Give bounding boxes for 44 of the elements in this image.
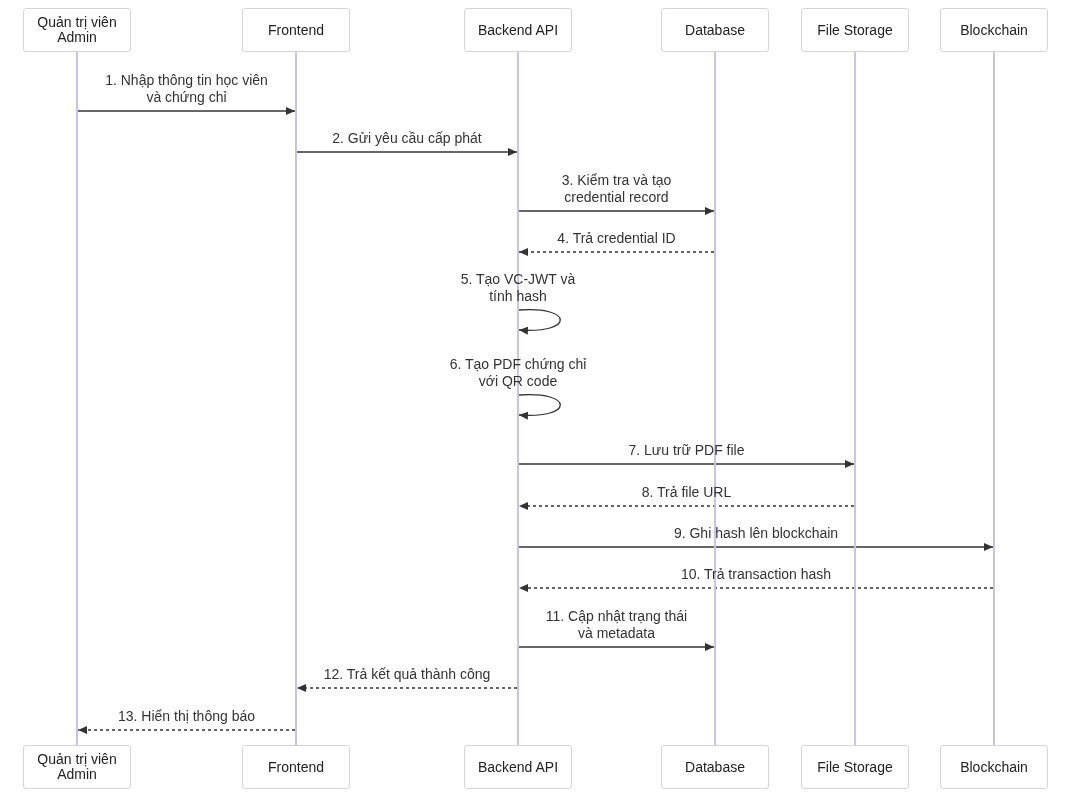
message-label: 13. Hiển thị thông báo xyxy=(118,708,255,725)
lifeline xyxy=(993,52,995,745)
lifeline xyxy=(854,52,856,745)
message-label: 3. Kiểm tra và tạo credential record xyxy=(561,172,672,206)
participant-box: Frontend xyxy=(242,745,350,789)
message-arrow xyxy=(518,502,855,510)
self-message-arrow xyxy=(518,309,561,335)
participant-box: Backend API xyxy=(464,745,572,789)
participant-box: Backend API xyxy=(464,8,572,52)
message-arrow xyxy=(296,684,518,692)
message-label: 5. Tạo VC-JWT và tính hash xyxy=(460,271,576,305)
message-arrow xyxy=(518,584,994,592)
participant-box: Blockchain xyxy=(940,8,1048,52)
message-arrow xyxy=(518,460,855,468)
message-arrow xyxy=(77,107,296,115)
message-arrow xyxy=(518,543,994,551)
lifeline xyxy=(76,52,78,745)
message-label: 12. Trả kết quả thành công xyxy=(323,666,491,683)
message-label: 9. Ghi hash lên blockchain xyxy=(673,525,839,542)
participant-box: Frontend xyxy=(242,8,350,52)
message-label: 2. Gửi yêu cầu cấp phát xyxy=(332,130,482,147)
participant-box: Quản trị viên Admin xyxy=(23,8,131,52)
self-message-arrow xyxy=(518,394,561,420)
message-arrow xyxy=(296,148,518,156)
lifeline xyxy=(517,52,519,745)
message-arrow xyxy=(518,207,715,215)
participant-box: File Storage xyxy=(801,8,909,52)
message-label: 4. Trả credential ID xyxy=(557,230,676,247)
message-label: 11. Cập nhật trạng thái và metadata xyxy=(545,608,688,642)
participant-box: Blockchain xyxy=(940,745,1048,789)
message-arrow xyxy=(518,643,715,651)
message-arrow xyxy=(77,726,296,734)
message-label: 7. Lưu trữ PDF file xyxy=(628,442,745,459)
message-label: 6. Tạo PDF chứng chỉ với QR code xyxy=(449,356,587,390)
lifeline xyxy=(295,52,297,745)
message-label: 8. Trả file URL xyxy=(641,484,732,501)
message-label: 10. Trả transaction hash xyxy=(680,566,832,583)
message-arrow xyxy=(518,248,715,256)
lifeline xyxy=(714,52,716,745)
participant-box: File Storage xyxy=(801,745,909,789)
participant-box: Database xyxy=(661,8,769,52)
message-label: 1. Nhập thông tin học viên và chứng chỉ xyxy=(105,72,268,106)
participant-box: Quản trị viên Admin xyxy=(23,745,131,789)
participant-box: Database xyxy=(661,745,769,789)
